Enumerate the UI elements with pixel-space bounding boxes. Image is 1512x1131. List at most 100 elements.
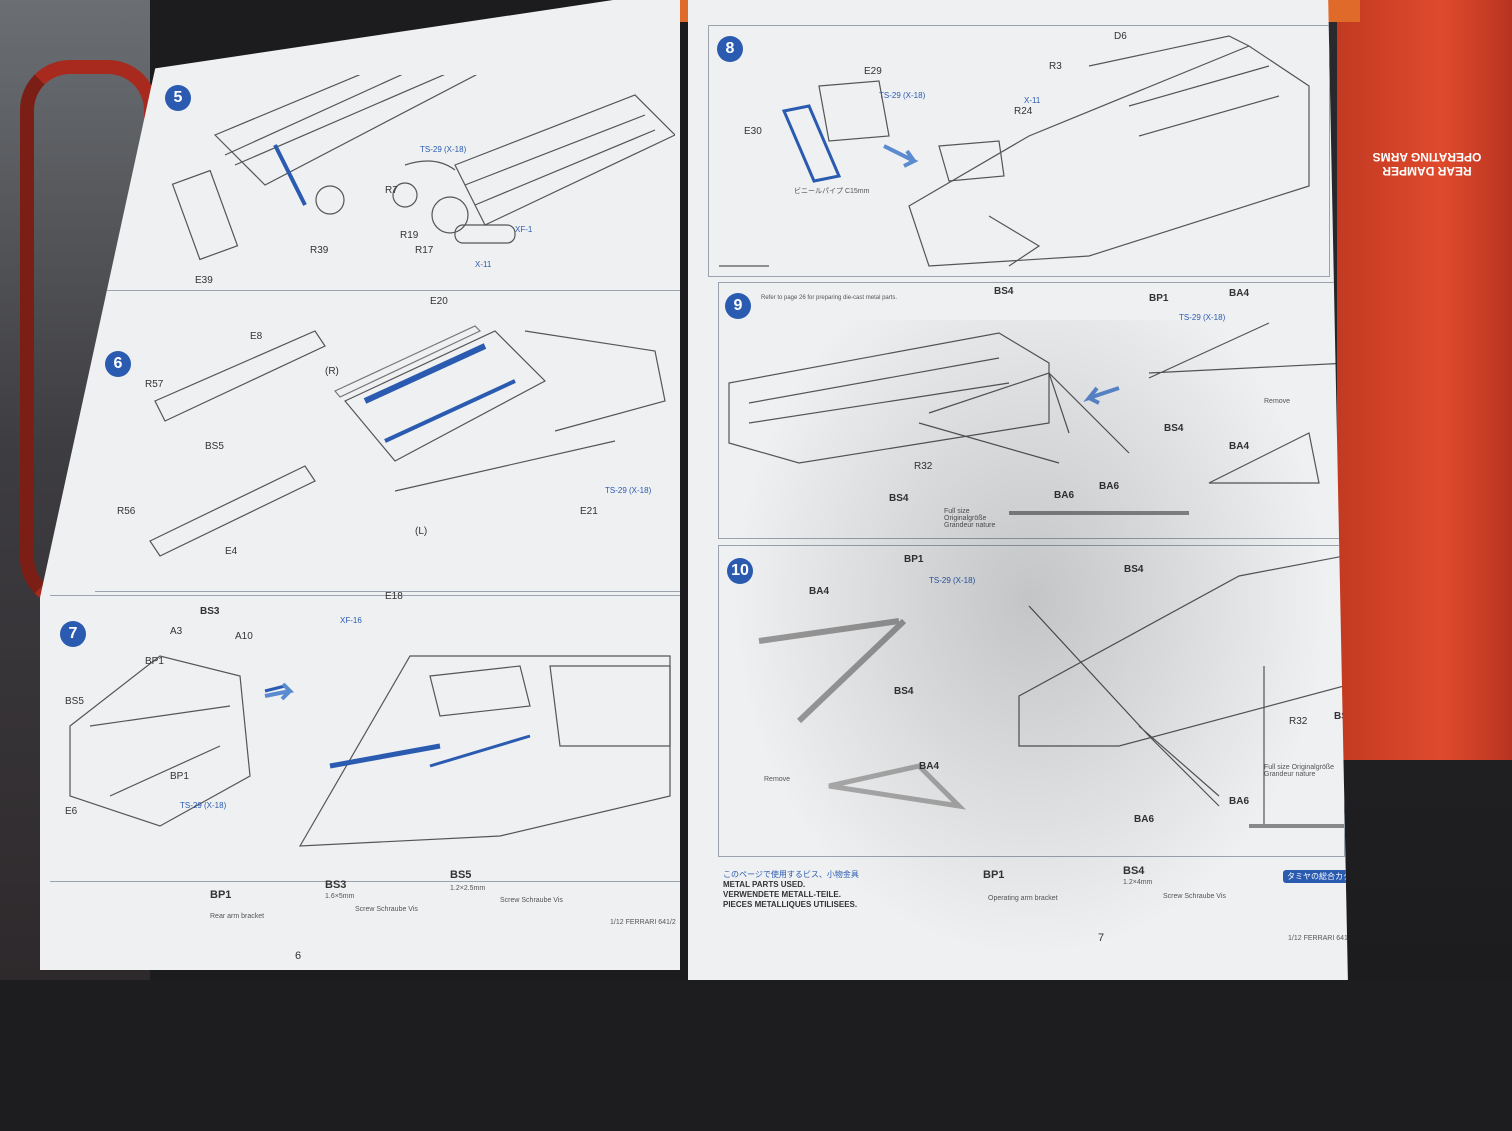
part-label-e18: E18 [385,591,403,602]
vinyl-tubing-label: ビニールパイプ C15mm [794,188,870,195]
metal-part-bp1-code: BP1 [210,889,232,901]
side-label-l: (L) [415,526,428,537]
paint-label-x11: X-11 [475,260,492,269]
paint-label-ts29: TS-29 (X-18) [879,91,926,100]
metal-part-bs5-desc: Screw Schraube Vis [500,897,563,904]
part-label-bp1: BP1 [904,554,924,565]
part-label-ba4: BA4 [1229,288,1250,299]
model-kit-box: REAR DAMPER OPERATING ARMS [1337,0,1512,760]
step-9-note: Refer to page 26 for preparing die-cast … [761,295,898,301]
part-label-e29: E29 [864,66,882,77]
part-label-ba6: BA6 [1134,814,1155,825]
metal-part-bs3-desc: Screw Schraube Vis [355,906,418,913]
step-8-panel: 8 E29 E30 D6 R3 R24 TS-29 (X-18) X-11 ビニ… [708,25,1330,277]
part-label-r56: R56 [117,506,136,517]
metal-parts-title-de: VERWENDETE METALL-TEILE. [723,890,841,899]
part-label-bs4-right: BS4 [1334,711,1348,722]
remove-note: Remove [1264,398,1291,405]
step-6-panel: 6 E20 E8 E4 E21 R57 R56 BS5 (R) (L) TS-2… [95,290,680,592]
metal-part-bs5-code: BS5 [450,869,472,881]
part-label-e20: E20 [430,296,448,307]
step-5-panel: 5 R7 R19 R39 R17 E39 TS-29 (X-18) XF-1 X… [155,75,675,286]
part-label-ba4-lower: BA4 [919,761,940,772]
part-label-ba4: BA4 [809,586,830,597]
metal-part-bs4-size: 1.2×4mm [1123,879,1153,886]
step-5-drawing [171,75,675,261]
part-label-e4: E4 [225,546,238,557]
catalog-badge: タミヤの総合カタログ [1283,870,1348,883]
part-label-r39: R39 [310,245,329,256]
metal-part-bs4-desc: Screw Schraube Vis [1163,893,1226,900]
step-10-drawing [758,555,1344,828]
paint-label-ts29: TS-29 (X-18) [605,486,652,495]
step-8-drawing [719,35,1310,267]
paint-label-xf16: XF-16 [340,616,362,625]
part-label-r32: R32 [914,461,933,472]
part-label-bp1: BP1 [1149,293,1169,304]
step-7-drawing [69,655,671,847]
paint-label-x11: X-11 [1024,96,1041,105]
full-size-note: Full size Originalgröße Grandeur nature [1264,764,1335,778]
metal-part-bs4-code: BS4 [1123,865,1145,877]
part-label-ba4-lower: BA4 [1229,441,1250,452]
metal-parts-footer-right: このページで使用するビス、小物金具 METAL PARTS USED. VERW… [723,866,1278,910]
part-label-bs3: BS3 [200,606,220,617]
part-label-r32: R32 [1289,716,1308,727]
part-label-bs4: BS4 [894,686,914,697]
part-label-ba6: BA6 [1054,490,1075,501]
step-8-number: 8 [717,36,743,62]
part-label-d6: D6 [1114,31,1127,42]
part-label-a3: A3 [170,626,183,637]
paint-label-ts29: TS-29 (X-18) [1179,313,1226,322]
paint-label-ts29: TS-29 (X-18) [929,576,976,585]
instruction-page-right: 8 E29 E30 D6 R3 R24 TS-29 (X-18) X-11 ビニ… [688,0,1348,985]
step-7-number: 7 [60,621,86,647]
part-label-e8: E8 [250,331,263,342]
paint-label: TS-29 (X-18) [420,145,467,154]
part-label-bs4-right: BS4 [1164,423,1184,434]
remove-note: Remove [764,776,791,783]
step-9-panel: 9 Refer to page 26 for preparing die-cas… [718,282,1345,539]
part-label-e39: E39 [195,275,213,286]
step-9-drawing [728,322,1344,515]
step-5-number: 5 [165,85,191,111]
part-label-bs4-top: BS4 [1124,564,1144,575]
part-label-r3: R3 [1049,61,1062,72]
part-label-r19: R19 [400,230,419,241]
part-label-e21: E21 [580,506,598,517]
metal-parts-title-en: METAL PARTS USED. [723,880,806,889]
metal-part-bp1-desc: Rear arm bracket [210,913,265,920]
page-header-left: 1/12 FERRARI 641/2 [610,919,676,926]
metal-part-bp1-code: BP1 [983,869,1005,881]
part-label-bs5: BS5 [65,696,84,707]
part-label-e6: E6 [65,806,78,817]
part-label-bs4-lower: BS4 [889,493,909,504]
metal-part-bs3-size: 1.6×5mm [325,893,355,900]
instruction-page-left: 5 R7 R19 R39 R17 E39 TS-29 (X-18) XF-1 X… [40,0,680,970]
full-size-note: Full size Originalgröße Grandeur nature [944,508,996,529]
metal-part-bs5-size: 1.2×2.5mm [450,885,486,892]
part-label-r17: R17 [415,245,434,256]
part-label-ba6-right: BA6 [1229,796,1250,807]
step-10-number: 10 [727,558,753,584]
paint-label-ts29: TS-29 (X-18) [180,801,227,810]
side-label-r: (R) [325,366,339,377]
part-label-e30: E30 [744,126,762,137]
paint-label-xf1: XF-1 [515,225,533,234]
step-10-panel: 10 BP1 BA4 BS4 BS4 R32 BS4 BA4 BA6 BA6 T… [718,545,1348,857]
page-number-left: 6 [295,950,302,962]
part-label-bp1-lower: BP1 [170,771,189,782]
table-surface [0,980,1512,1131]
step-9-number: 9 [725,293,751,319]
metal-parts-title-jp: このページで使用するビス、小物金具 [723,870,859,879]
part-label-r24: R24 [1014,106,1033,117]
page-number-right: 7 [1098,932,1105,944]
step-6-number: 6 [105,351,131,377]
part-label-bp1: BP1 [145,656,164,667]
step-7-panel: 7 A3 A10 BS3 BP1 BS5 BP1 E18 E6 TS-29 (X… [50,591,680,882]
part-label-bs5: BS5 [205,441,224,452]
step-6-drawing [149,325,666,557]
part-label-ba6-right: BA6 [1099,481,1120,492]
page-header-right: 1/12 FERRARI 641 [1288,935,1348,942]
part-label-r7: R7 [385,185,398,196]
